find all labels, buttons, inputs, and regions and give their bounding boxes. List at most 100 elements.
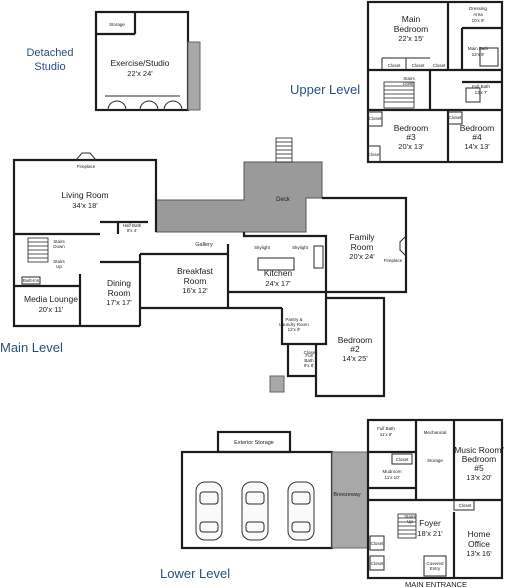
main-bath-dim: 9'x 8' bbox=[304, 363, 314, 368]
exterior-storage-label: Exterior Storage bbox=[234, 440, 274, 446]
built-ins-label: Built-Ins bbox=[23, 278, 40, 283]
bedroom4-label-2: #4 bbox=[472, 132, 482, 142]
music-label-2: Bedroom bbox=[462, 454, 497, 464]
dining-label-2: Room bbox=[108, 288, 131, 298]
bedroom3-label-2: #3 bbox=[406, 132, 416, 142]
covered-entry-2: Entry bbox=[430, 566, 441, 571]
office-label-2: Office bbox=[468, 539, 490, 549]
garage-cars bbox=[195, 481, 315, 541]
bedroom4-label-1: Bedroom bbox=[460, 123, 495, 133]
upper-closet-6: Closet bbox=[368, 152, 382, 157]
dining-label-1: Dining bbox=[107, 278, 131, 288]
lower-stairs-up-1: Stairs bbox=[404, 514, 416, 519]
family-dim: 20'x 24' bbox=[349, 252, 375, 261]
pantry-label-2: Laundry Room bbox=[279, 322, 309, 327]
lower-closet-1: Closet bbox=[396, 457, 410, 462]
lower-closet-3: Closet bbox=[371, 541, 385, 546]
lower-full-bath-dim: 11'x 8' bbox=[380, 432, 393, 437]
dressing-label-2: Area bbox=[473, 12, 483, 17]
music-label-1: Music Room/ bbox=[454, 445, 504, 455]
main-bath-label: Main Bath bbox=[468, 46, 489, 51]
upper-full-bath-dim: 13'x 7' bbox=[475, 90, 488, 95]
lower-level-plan: Exterior Storage Breezeway bbox=[180, 418, 504, 588]
half-bath-label: Half Bath bbox=[123, 223, 142, 228]
bedroom2-label-2: #2 bbox=[350, 344, 360, 354]
main-stairs-up-1: Stairs bbox=[53, 259, 65, 264]
lower-level-title: Lower Level bbox=[160, 566, 230, 581]
main-stairs-up-2: Up bbox=[56, 264, 62, 269]
detached-studio-plan: Storage Exercise/Studio 22'x 24' bbox=[94, 10, 201, 112]
upper-closet-4: Closet bbox=[369, 116, 383, 121]
music-dim: 13'x 20' bbox=[466, 473, 492, 482]
detached-label-line2: Studio bbox=[34, 61, 65, 73]
main-level-title: Main Level bbox=[0, 340, 63, 355]
deck-label: Deck bbox=[276, 197, 291, 203]
lower-full-bath-label: Full Bath bbox=[377, 426, 395, 431]
breezeway-label: Breezeway bbox=[333, 492, 360, 498]
upper-closet-2: Closet bbox=[412, 63, 426, 68]
office-label-1: Home bbox=[468, 529, 491, 539]
dressing-label-1: Dressing bbox=[469, 6, 487, 11]
main-entrance-label: MAIN ENTRANCE bbox=[405, 580, 467, 588]
upper-closet-1: Closet bbox=[388, 63, 402, 68]
media-lounge-dim: 20'x 11' bbox=[39, 305, 64, 314]
lower-stairs-up-2: Up bbox=[407, 519, 413, 524]
main-bedroom-dim: 22'x 15' bbox=[398, 34, 424, 43]
main-bath-label-1: Full bbox=[305, 353, 312, 358]
foyer-dim: 18'x 21' bbox=[417, 529, 443, 538]
lower-closet-4: Closet bbox=[371, 561, 385, 566]
main-stairs-down-2: Down bbox=[53, 244, 65, 249]
main-bath-dim: 13'x 9' bbox=[472, 52, 485, 57]
foyer-label: Foyer bbox=[419, 518, 441, 528]
kitchen-label: Kitchen bbox=[264, 268, 293, 278]
bedroom3-dim: 20'x 13' bbox=[398, 142, 424, 151]
covered-entry-1: Covered bbox=[426, 561, 444, 566]
lower-closet-2: Closet bbox=[459, 503, 473, 508]
upper-full-bath-label: Full Bath bbox=[472, 84, 490, 89]
main-closet-label: Closet bbox=[304, 350, 318, 355]
upper-level-title: Upper Level bbox=[290, 82, 360, 97]
family-label-1: Family bbox=[349, 232, 375, 242]
upper-stairs-down-2: Down bbox=[403, 81, 415, 86]
studio-storage-label: Storage bbox=[109, 22, 125, 27]
music-label-3: #5 bbox=[474, 463, 484, 473]
breakfast-label-1: Breakfast bbox=[177, 266, 214, 276]
kitchen-dim: 24'x 17' bbox=[265, 279, 291, 288]
exercise-studio-label: Exercise/Studio bbox=[110, 58, 169, 68]
living-room-label: Living Room bbox=[61, 190, 108, 200]
breakfast-dim: 16'x 12' bbox=[182, 286, 208, 295]
pantry-label-1: Pantry & bbox=[285, 317, 302, 322]
dressing-dim: 10'x 9' bbox=[472, 18, 485, 23]
main-stairs-down-1: Stairs bbox=[53, 239, 65, 244]
main-bath-label-2: Bath bbox=[304, 358, 314, 363]
family-fireplace-label: Fireplace bbox=[384, 258, 403, 263]
gallery-label: Gallery bbox=[195, 242, 213, 248]
media-lounge-label: Media Lounge bbox=[24, 294, 78, 304]
half-bath-dim: 9'x 4' bbox=[127, 228, 137, 233]
family-label-2: Room bbox=[351, 242, 374, 252]
detached-label-line1: Detached bbox=[26, 47, 73, 59]
living-room-dim: 34'x 18' bbox=[72, 201, 98, 210]
bedroom2-dim: 14'x 25' bbox=[342, 354, 368, 363]
main-bedroom-label-2: Bedroom bbox=[394, 24, 429, 34]
upper-closet-3: Closet bbox=[433, 63, 447, 68]
fireplace-label: Fireplace bbox=[77, 164, 96, 169]
office-dim: 13'x 16' bbox=[466, 549, 492, 558]
pantry-dim: 12'x 9' bbox=[288, 327, 301, 332]
mechanical-label: Mechanical bbox=[424, 430, 447, 435]
main-level-plan: Deck Fireplace Living Room 34'x 18' Half… bbox=[12, 137, 408, 398]
bedroom3-label-1: Bedroom bbox=[394, 123, 429, 133]
bedroom2-label-1: Bedroom bbox=[338, 335, 373, 345]
exercise-studio-dim: 22'x 24' bbox=[127, 69, 153, 78]
main-bedroom-label-1: Main bbox=[402, 14, 421, 24]
upper-closet-5: Closet bbox=[449, 115, 463, 120]
mudroom-dim: 11'x 10' bbox=[385, 475, 400, 480]
lower-storage-label: Storage bbox=[427, 458, 443, 463]
upper-stairs-down-1: Stairs bbox=[403, 76, 415, 81]
mudroom-label: Mudroom bbox=[382, 469, 401, 474]
skylight-label-2: Skylight bbox=[292, 245, 309, 250]
breakfast-label-2: Room bbox=[184, 276, 207, 286]
dining-dim: 17'x 17' bbox=[106, 298, 132, 307]
upper-level-plan: Stairs Down Main Bedroom 22'x 15' Dressi… bbox=[366, 0, 504, 164]
